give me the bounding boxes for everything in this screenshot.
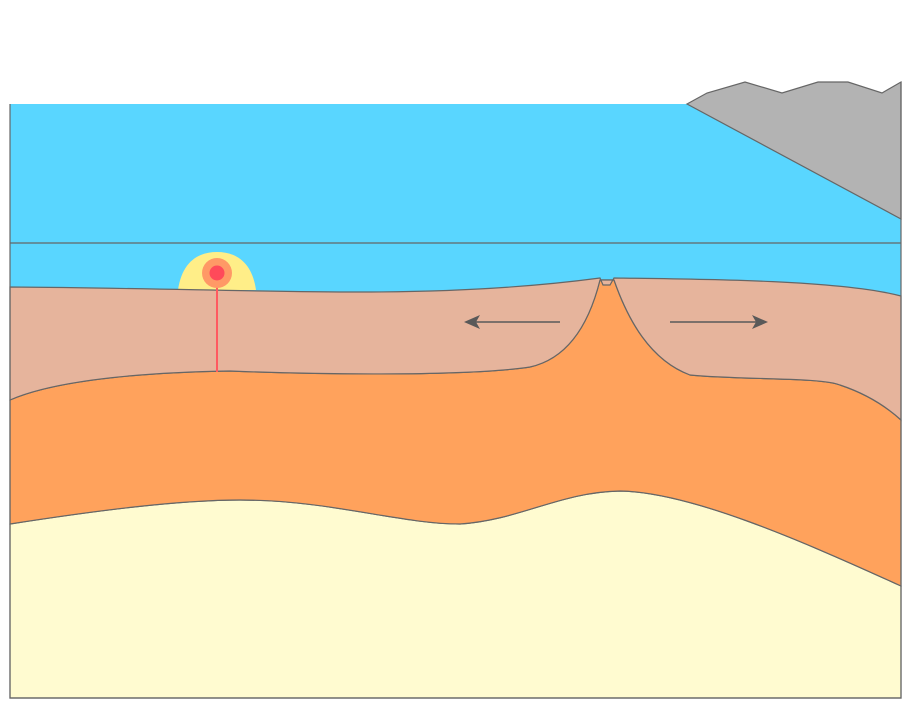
spreading-arrow-right <box>670 315 768 329</box>
ocean-water <box>10 104 901 300</box>
oceanic-lithosphere <box>9 277 902 422</box>
diagram-frame <box>9 82 902 699</box>
spreading-arrow-left <box>464 315 560 329</box>
hotspot-core <box>209 265 225 281</box>
